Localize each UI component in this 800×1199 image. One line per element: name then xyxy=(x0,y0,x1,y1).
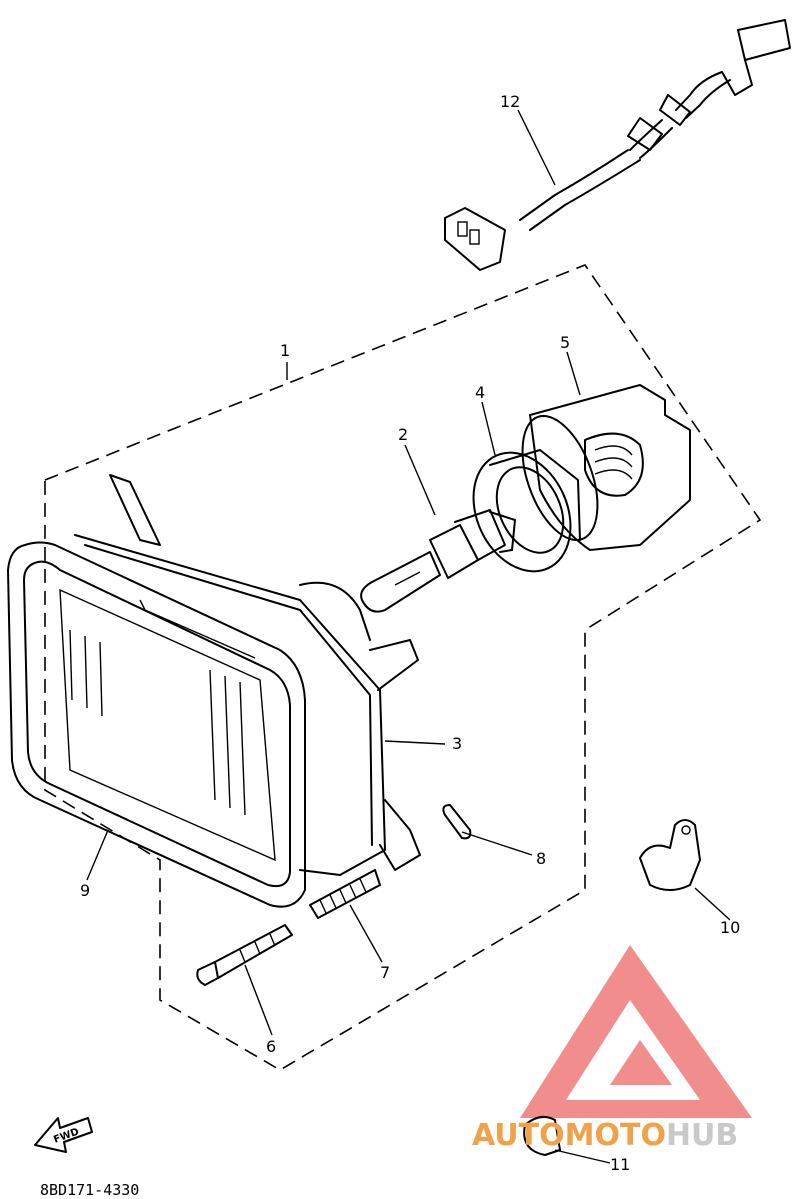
watermark-logo xyxy=(520,945,752,1118)
wiring-harness xyxy=(444,19,791,271)
callout-7: 7 xyxy=(380,963,390,982)
clip xyxy=(442,804,472,840)
callout-8: 8 xyxy=(536,849,546,868)
callout-1: 1 xyxy=(280,341,290,360)
retaining-ring xyxy=(472,449,581,573)
callout-10: 10 xyxy=(720,918,740,937)
callout-9: 9 xyxy=(80,881,90,900)
callout-11: 11 xyxy=(610,1155,630,1174)
leader-lines xyxy=(86,109,731,1164)
spring xyxy=(309,869,381,919)
headlight-rim xyxy=(7,541,306,908)
bulb xyxy=(360,509,516,613)
clamp xyxy=(523,1115,561,1156)
callout-4: 4 xyxy=(475,383,485,402)
bracket xyxy=(639,819,701,891)
diagram-code: 8BD171-4330 xyxy=(40,1181,139,1199)
watermark-text: AUTOMOTOHUB xyxy=(472,1118,738,1153)
headlight-unit xyxy=(74,474,421,876)
callout-3: 3 xyxy=(452,734,462,753)
callout-5: 5 xyxy=(560,333,570,352)
fwd-arrow-icon: FWD xyxy=(34,1117,93,1153)
callout-2: 2 xyxy=(398,425,408,444)
assembly-boundary xyxy=(44,264,762,1071)
callout-6: 6 xyxy=(266,1037,276,1056)
socket-cover xyxy=(521,384,691,551)
callout-12: 12 xyxy=(500,92,520,111)
screw xyxy=(196,924,293,986)
fwd-label: FWD xyxy=(52,1127,80,1146)
